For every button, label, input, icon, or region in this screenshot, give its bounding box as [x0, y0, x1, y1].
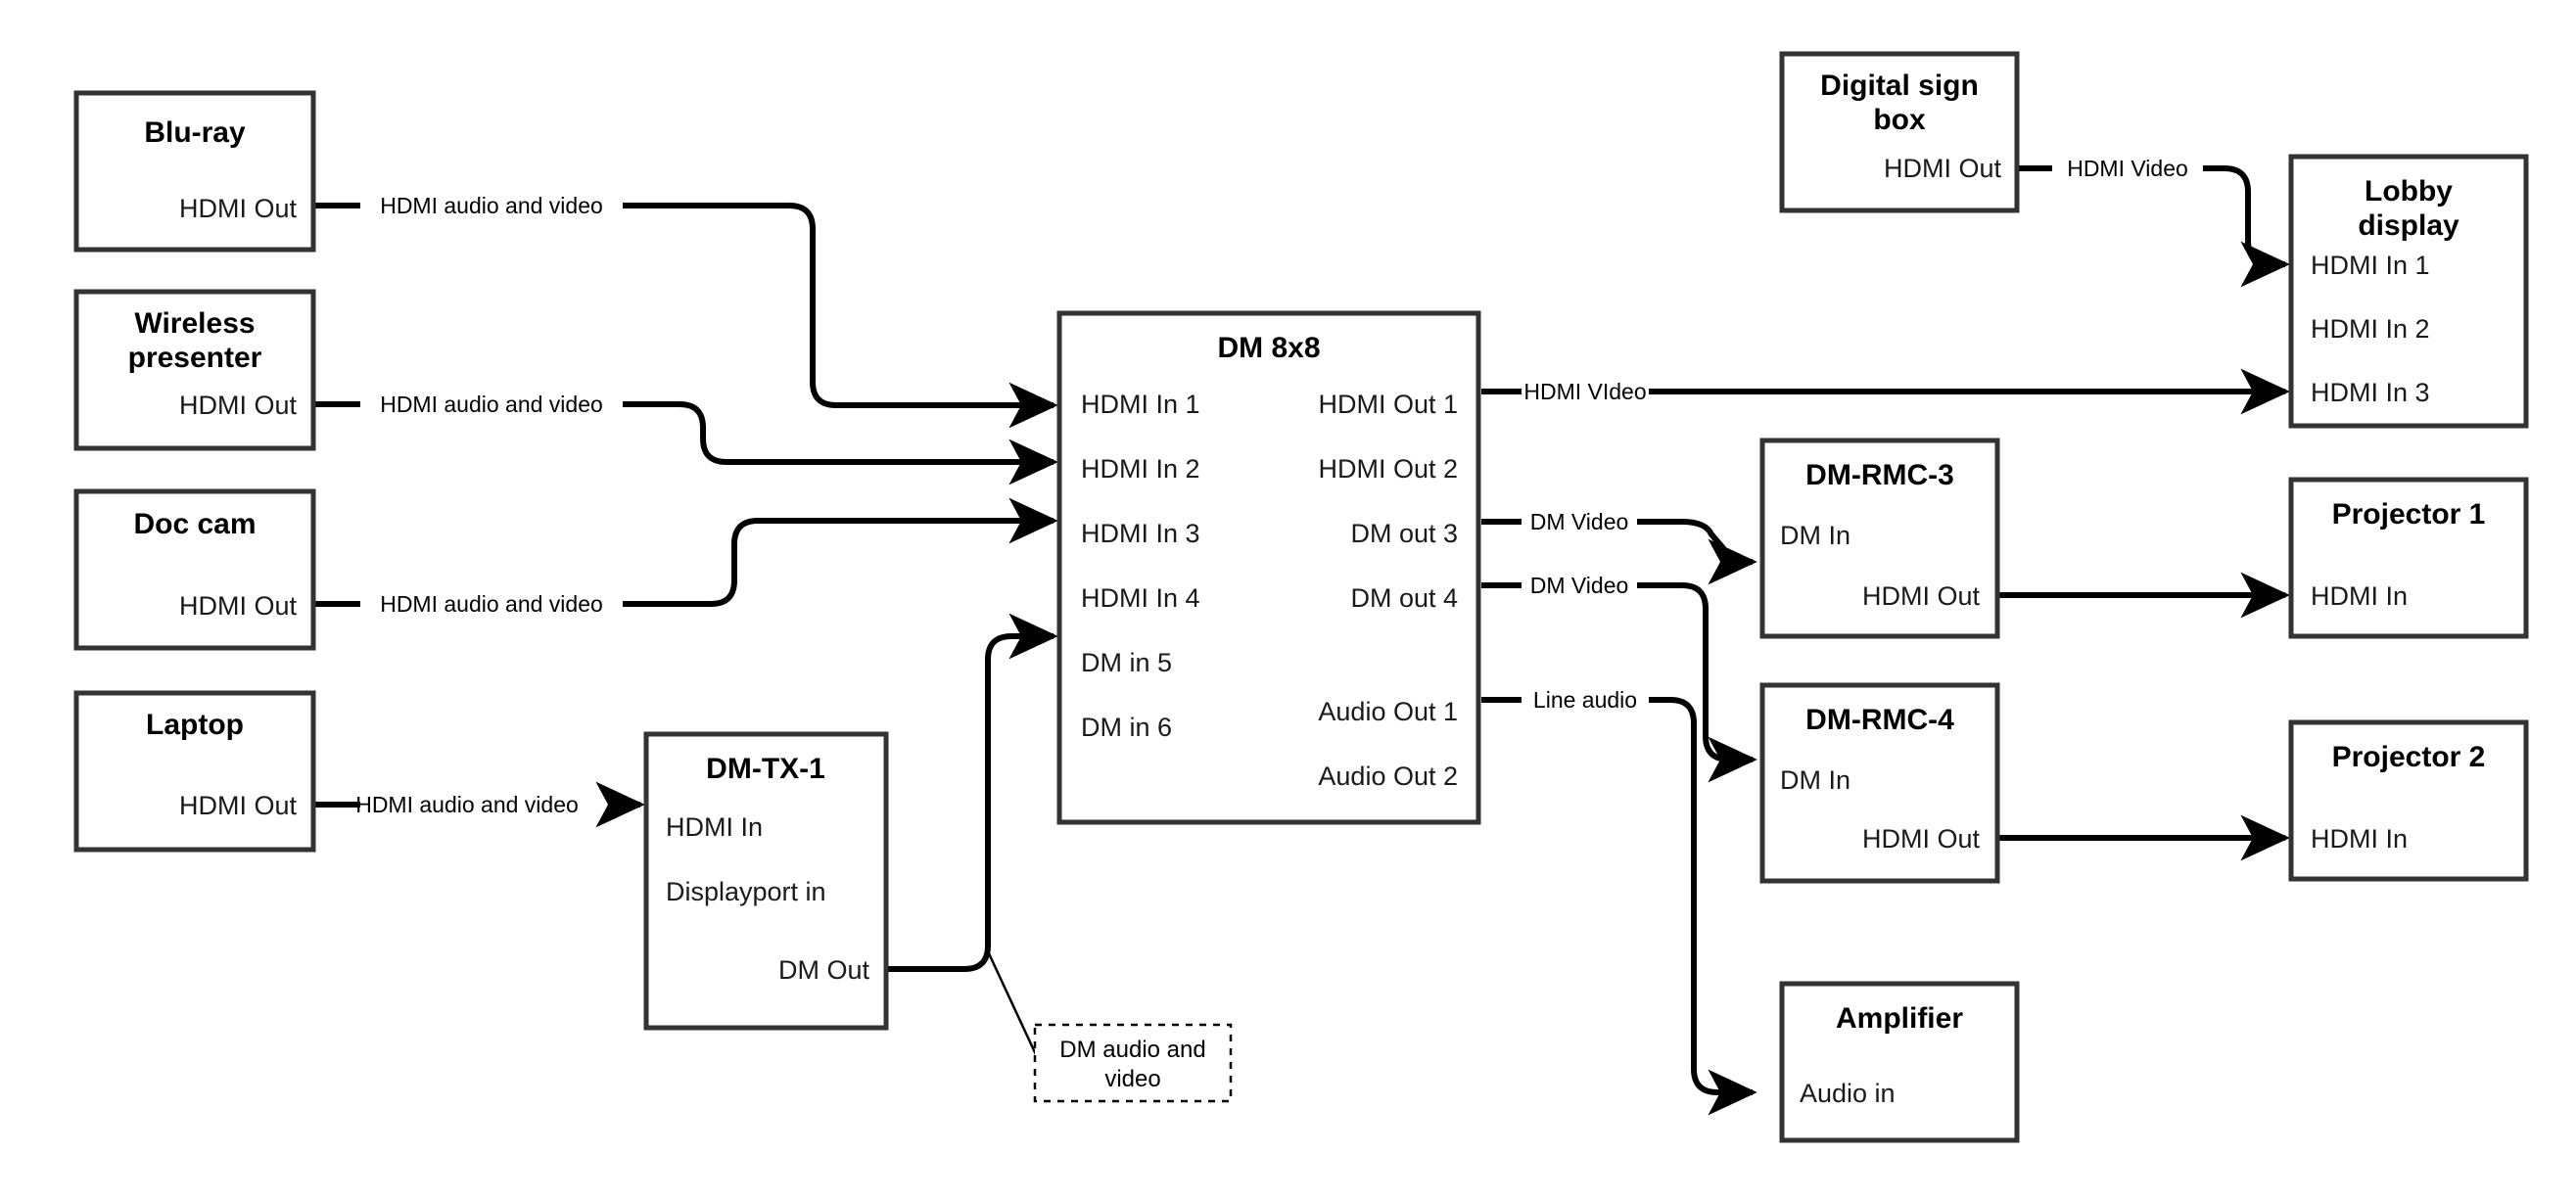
callout-leader-line [986, 950, 1042, 1064]
node-proj1-title: Projector 1 [2332, 498, 2486, 531]
node-dm8x8-input-3: HDMI In 3 [1081, 519, 1200, 548]
node-rmc3-title: DM-RMC-3 [1805, 459, 1954, 491]
node-rmc4-port-in: DM In [1780, 765, 1850, 795]
node-signbox-title2: box [1873, 104, 1926, 136]
node-rmc3-port-out: HDMI Out [1862, 581, 1981, 611]
node-dmtx1-title: DM-TX-1 [706, 753, 825, 785]
node-dm8x8-title: DM 8x8 [1217, 332, 1320, 364]
edge-label-out4-to-rmc4: DM Video [1530, 573, 1629, 598]
node-dm8x8-input-4: HDMI In 4 [1081, 583, 1200, 613]
edge-label-doccam-to-in3: HDMI audio and video [380, 591, 603, 617]
wire-audio-out1-to-amplifier [1481, 697, 1753, 1092]
node-doc-cam[interactable]: Doc cam HDMI Out [73, 488, 316, 651]
node-lobby-title: Lobby [2365, 175, 2453, 208]
node-dm8x8-input-2: HDMI In 2 [1081, 454, 1200, 484]
node-dmtx1-port-displayport-in: Displayport in [666, 877, 826, 906]
node-digital-sign-box[interactable]: Digital sign box HDMI Out [1779, 51, 2020, 213]
node-amplifier-port-in: Audio in [1800, 1079, 1896, 1108]
node-dm8x8-input-6: DM in 6 [1081, 713, 1172, 742]
node-lobby-display[interactable]: Lobby display HDMI In 1 HDMI In 2 HDMI I… [2288, 154, 2529, 429]
node-wireless-port-out: HDMI Out [179, 391, 298, 420]
node-dm-8x8[interactable]: DM 8x8 HDMI In 1 HDMI In 2 HDMI In 3 HDM… [1056, 310, 1481, 825]
wire-dmtx1-to-dm-in5 [886, 613, 1058, 972]
node-signbox-port-out: HDMI Out [1884, 154, 2002, 183]
node-lobby-port-3: HDMI In 3 [2311, 378, 2430, 407]
node-signbox-title: Digital sign [1820, 69, 1979, 102]
wire-doccam-to-dm-in3 [313, 521, 1054, 607]
edge-label-out3-to-rmc3: DM Video [1530, 509, 1629, 534]
node-amplifier[interactable]: Amplifier Audio in [1779, 981, 2020, 1143]
node-rmc3-port-in: DM In [1780, 521, 1850, 550]
node-dmtx1-port-dm-out: DM Out [778, 955, 870, 985]
node-proj2-port-in: HDMI In [2311, 824, 2408, 854]
node-wireless-presenter[interactable]: Wireless presenter HDMI Out [73, 289, 316, 451]
node-laptop-port-out: HDMI Out [179, 791, 298, 820]
wire-signbox-to-lobby-in1 [2017, 165, 2285, 264]
node-dm-rmc-3[interactable]: DM-RMC-3 DM In HDMI Out [1759, 438, 2000, 639]
node-rmc4-title: DM-RMC-4 [1805, 704, 1954, 736]
wire-dm-out3-to-rmc3 [1481, 522, 1753, 562]
node-dmtx1-port-hdmi-in: HDMI In [666, 812, 763, 842]
wire-wireless-to-dm-in2 [313, 401, 1054, 462]
node-wireless-title2: presenter [128, 342, 262, 374]
edge-label-bluray-to-in1: HDMI audio and video [380, 193, 603, 218]
node-dm8x8-output-1: HDMI Out 1 [1318, 390, 1458, 419]
node-doccam-port-out: HDMI Out [179, 591, 298, 621]
wire-dm-out4-to-rmc4 [1481, 582, 1753, 760]
node-bluray-port-out: HDMI Out [179, 194, 298, 223]
edge-label-wireless-to-in2: HDMI audio and video [380, 392, 603, 417]
node-lobby-title2: display [2358, 209, 2459, 242]
node-dm8x8-output-6: Audio Out 2 [1318, 762, 1458, 791]
node-dm8x8-output-3: DM out 3 [1350, 519, 1458, 548]
node-dm-tx-1[interactable]: DM-TX-1 HDMI In Displayport in DM Out [643, 731, 889, 1031]
node-wireless-title: Wireless [134, 307, 255, 340]
node-proj1-port-in: HDMI In [2311, 581, 2408, 611]
edge-label-out1-to-lobby: HDMI VIdeo [1523, 379, 1646, 404]
node-dm8x8-input-5: DM in 5 [1081, 648, 1172, 677]
node-bluray[interactable]: Blu-ray HDMI Out [73, 90, 316, 253]
edge-label-signbox-to-lobby: HDMI Video [2067, 156, 2188, 181]
node-laptop-title: Laptop [146, 709, 244, 741]
node-projector-2[interactable]: Projector 2 HDMI In [2288, 719, 2529, 882]
node-lobby-port-1: HDMI In 1 [2311, 251, 2430, 280]
node-dm8x8-input-1: HDMI In 1 [1081, 390, 1200, 419]
node-dm8x8-output-2: HDMI Out 2 [1318, 454, 1458, 484]
edge-label-audio-to-amp: Line audio [1533, 687, 1637, 713]
node-doccam-title: Doc cam [133, 508, 256, 540]
node-laptop[interactable]: Laptop HDMI Out [73, 690, 316, 853]
wire-bluray-to-dm-in1 [313, 203, 1054, 405]
node-lobby-port-2: HDMI In 2 [2311, 314, 2430, 344]
node-dm-rmc-4[interactable]: DM-RMC-4 DM In HDMI Out [1759, 682, 2000, 884]
node-proj2-title: Projector 2 [2332, 741, 2486, 773]
callout-line-2: video [1104, 1066, 1160, 1092]
node-dm8x8-output-4: DM out 4 [1350, 583, 1458, 613]
node-bluray-title: Blu-ray [144, 116, 246, 149]
node-amplifier-title: Amplifier [1836, 1002, 1963, 1035]
edge-label-laptop-to-dmtx1: HDMI audio and video [355, 792, 579, 817]
callout-dm-audio-video: DM audio and video [1033, 1023, 1233, 1103]
node-dm8x8-output-5: Audio Out 1 [1318, 697, 1458, 726]
callout-line-1: DM audio and [1059, 1037, 1205, 1063]
node-rmc4-port-out: HDMI Out [1862, 824, 1981, 854]
node-projector-1[interactable]: Projector 1 HDMI In [2288, 477, 2529, 639]
